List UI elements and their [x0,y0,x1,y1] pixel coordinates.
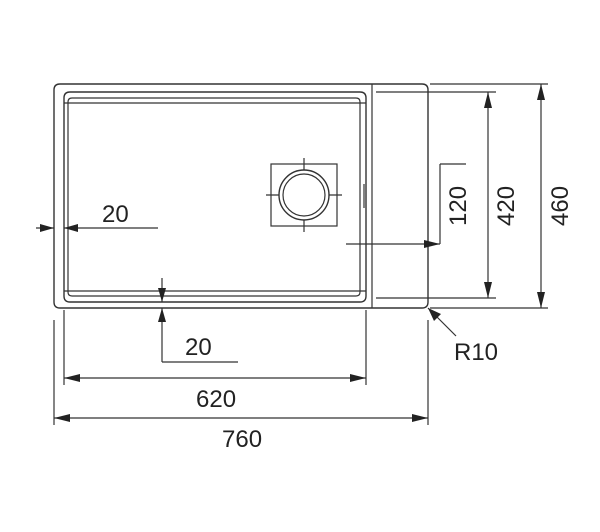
sink-bowl [63,91,367,303]
dim-drain-offset: 120 [346,163,472,248]
overall-height-label: 460 [547,186,574,226]
dim-bottom-margin: 20 [158,278,238,363]
bowl-width-label: 620 [196,386,236,413]
overall-width-label: 760 [222,426,262,453]
drain-offset-label: 120 [445,186,472,226]
corner-radius-label: R10 [454,339,498,366]
extension-lines [53,83,548,425]
sink-outer-outline [53,83,429,309]
bottom-margin-label: 20 [185,334,212,361]
drain-icon [266,158,342,232]
bowl-height-label: 420 [493,186,520,226]
dim-bowl-width: 620 [64,374,366,413]
dim-overall-height: 460 [537,84,574,308]
dim-corner-radius: R10 [427,307,498,366]
side-margin-label: 20 [102,201,129,228]
dim-side-margin: 20 [36,201,158,232]
dim-bowl-height: 420 [484,92,520,298]
dim-overall-width: 760 [54,414,428,453]
